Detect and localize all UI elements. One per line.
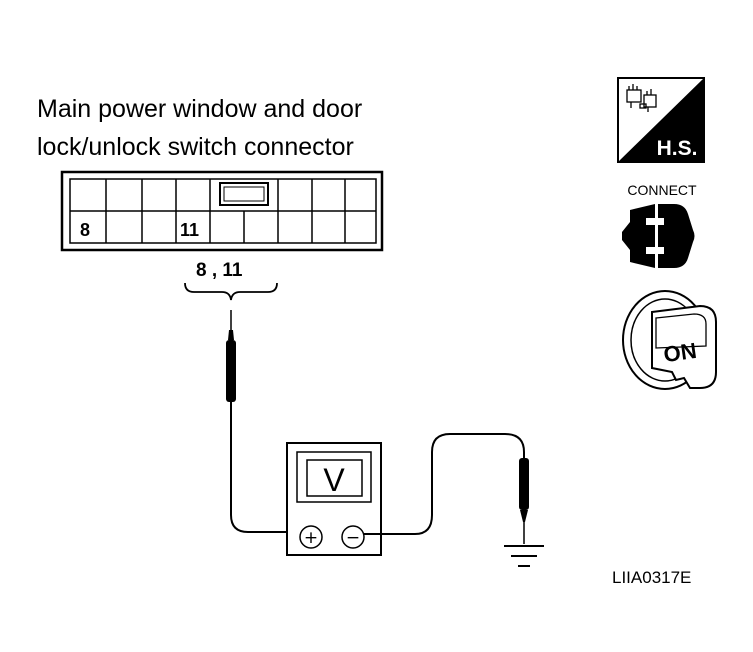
ignition-on-label: ON — [662, 338, 698, 367]
title-line-1: Main power window and door — [37, 95, 362, 123]
meter-display: V — [323, 462, 345, 498]
minus-symbol: − — [346, 528, 360, 548]
positive-probe — [226, 310, 300, 533]
minus-terminal — [341, 525, 365, 549]
connect-icon: CONNECT — [622, 182, 697, 268]
pin-label-11: 11 — [180, 220, 199, 240]
plus-terminal — [299, 525, 323, 549]
negative-probe — [364, 433, 529, 544]
probe-brace — [184, 282, 278, 301]
hs-label: H.S. — [657, 137, 698, 160]
plus-symbol: + — [304, 528, 318, 548]
harness-side-icon: H.S. — [617, 77, 705, 163]
connect-label: CONNECT — [627, 182, 697, 198]
ignition-on-icon: ON — [622, 290, 717, 390]
figure-code: LIIA0317E — [612, 568, 691, 587]
probe-pin-label: 8 , 11 — [196, 260, 243, 281]
title-line-2: lock/unlock switch connector — [37, 133, 354, 161]
voltmeter: V + − — [286, 442, 382, 556]
pin-label-8: 8 — [80, 220, 90, 240]
ground-icon — [504, 545, 544, 567]
connector: 8 11 — [60, 170, 384, 252]
